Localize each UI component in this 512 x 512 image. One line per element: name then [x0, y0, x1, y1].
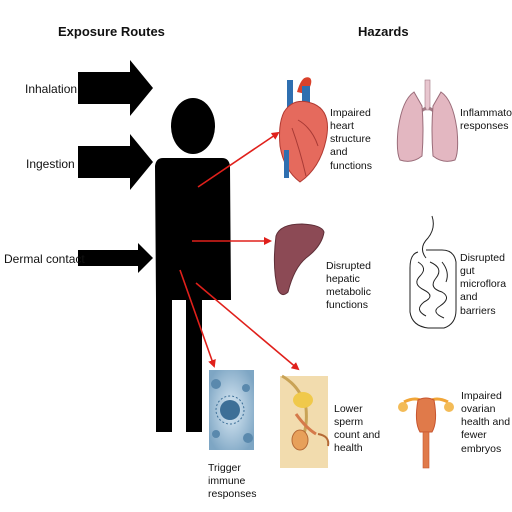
lungs-hazard-label: Inflammatory responses	[460, 107, 512, 133]
inhalation-arrow	[78, 60, 153, 116]
male-hazard-label: Lower sperm count and health	[334, 403, 381, 455]
gut-hazard-label: Disrupted gut microflora and barriers	[460, 252, 507, 317]
immune-hazard-label: Trigger immune responses	[208, 462, 257, 501]
heart-hazard-label: Impaired heart structure and functions	[330, 107, 373, 172]
immune-cells-icon	[209, 370, 254, 450]
lungs-icon	[396, 79, 459, 162]
female-hazard-label: Impaired ovarian health and fewer embryo…	[461, 390, 511, 455]
gut-icon	[409, 215, 457, 329]
exposure-routes-heading: Exposure Routes	[58, 24, 165, 39]
male-reproductive-icon	[280, 374, 330, 468]
ingestion-label: Ingestion	[26, 157, 75, 171]
heart-icon	[279, 77, 328, 183]
inhalation-label: Inhalation	[25, 82, 78, 96]
liver-hazard-label: Disrupted hepatic metabolic functions	[326, 260, 371, 312]
female-reproductive-icon	[398, 397, 454, 469]
ingestion-arrow	[78, 134, 153, 190]
human-figure	[155, 98, 231, 432]
arrow-to-immune	[179, 269, 216, 368]
arrow-to-male	[195, 282, 300, 371]
liver-icon	[273, 223, 325, 296]
dermal-contact-label: Dermal contact	[4, 252, 85, 266]
hazards-heading: Hazards	[358, 24, 409, 39]
dermal-arrow	[78, 243, 153, 273]
arrow-to-heart	[197, 131, 280, 188]
